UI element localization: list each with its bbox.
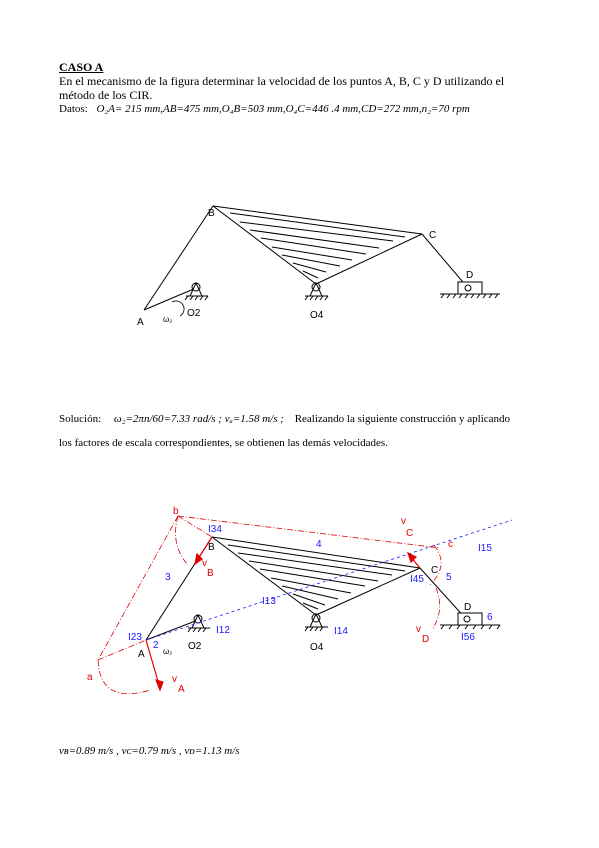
fig1-label-O4: O4	[310, 310, 324, 321]
data-line: Datos: O₂A= 215 mm,AB=475 mm,O₄B=503 mm,…	[59, 102, 470, 116]
solution-formula: ω₂=2πn/60=7.33 rad/s ; vₐ=1.58 m/s ;	[113, 413, 284, 425]
fig2-label-I12: I12	[216, 625, 230, 636]
fig2-label-I14: I14	[334, 626, 348, 637]
fig1-label-A: A	[137, 317, 144, 328]
solution-text-1: Realizando la siguiente construcción y a…	[294, 413, 511, 425]
fig2-label-vB-sub: B	[207, 568, 214, 579]
fig2-label-I56: I56	[461, 632, 475, 643]
data-label: Datos:	[59, 103, 88, 115]
fig2-label-A: A	[138, 649, 145, 660]
fig2-label-I15: I15	[478, 543, 492, 554]
fig1-label-O2: O2	[187, 308, 201, 319]
case-title: CASO A	[59, 60, 104, 74]
fig2-label-n3: 3	[165, 572, 171, 583]
fig1-label-B: B	[208, 208, 215, 219]
fig2-label-D: D	[464, 602, 471, 613]
fig2-label-n2: 2	[153, 640, 159, 651]
solution-label: Solución:	[59, 413, 102, 425]
statement-line-1: En el mecanismo de la figura determinar …	[59, 74, 505, 88]
fig2-label-vD-sub: D	[422, 634, 429, 645]
data-values: O₂A= 215 mm,AB=475 mm,O₄B=503 mm,O₄C=446…	[96, 103, 470, 115]
solution-line: Solución: ω₂=2πn/60=7.33 rad/s ; vₐ=1.58…	[59, 412, 510, 426]
fig2-label-c: c	[448, 539, 453, 550]
fig2-label-vC-sub: C	[406, 528, 413, 539]
fig2-label-n4: 4	[316, 539, 322, 550]
fig2-label-vB: v	[202, 558, 207, 569]
fig2-label-n5: 5	[446, 572, 452, 583]
fig2-label-I45: I45	[410, 574, 424, 585]
fig2-label-b: b	[173, 506, 179, 517]
fig2-label-I34: I34	[208, 524, 222, 535]
fig1-label-C: C	[429, 230, 436, 241]
fig1-label-D: D	[466, 270, 473, 281]
fig2-label-a: a	[87, 672, 93, 683]
statement-line-2: método de los CIR.	[59, 88, 153, 102]
fig2-label-O2: O2	[188, 641, 202, 652]
fig2-label-B: B	[208, 542, 215, 553]
fig2-label-vA: v	[172, 674, 177, 685]
fig2-label-omega: ω₂	[163, 647, 172, 656]
fig2-label-I23: I23	[128, 632, 142, 643]
fig2-label-O4: O4	[310, 642, 324, 653]
fig2-label-n6: 6	[487, 612, 493, 623]
fig2-label-vA-sub: A	[178, 684, 185, 695]
fig2-label-vC: v	[401, 516, 406, 527]
solution-text-2: los factores de escala correspondientes,…	[59, 437, 388, 449]
fig2-label-C: C	[431, 565, 438, 576]
results-line: vʙ=0.89 m/s , vᴄ=0.79 m/s , vᴅ=1.13 m/s	[59, 745, 240, 757]
fig1-label-omega: ω₂	[163, 315, 172, 324]
fig2-label-vD: v	[416, 624, 421, 635]
fig2-label-I13: I13	[262, 596, 276, 607]
